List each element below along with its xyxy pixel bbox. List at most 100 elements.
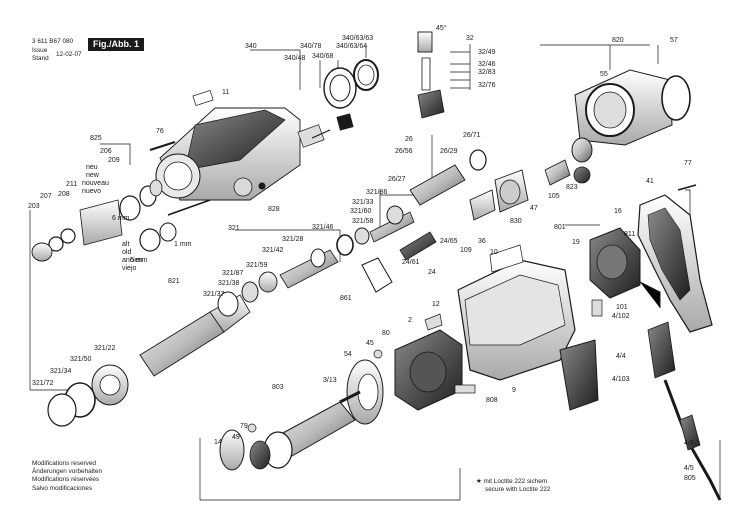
callout-label: 10 <box>490 249 498 256</box>
callout-label: 805 <box>684 475 696 482</box>
callout-label: 321 <box>228 225 240 232</box>
callout-label: 211 <box>66 181 77 188</box>
callout-label: 54 <box>344 351 352 358</box>
callout-label: 26/71 <box>463 132 481 139</box>
callout-label: 49 <box>232 434 240 441</box>
callout-label: 340/78 <box>300 43 322 50</box>
callout-label: 4/103 <box>612 376 630 383</box>
gear-housing <box>571 69 691 184</box>
loctite-line: secure with Loctite 222 <box>485 486 551 493</box>
callout-label: viejo <box>122 265 137 272</box>
callout-label: 321/58 <box>352 218 374 225</box>
issue-date: 12-02-07 <box>56 51 82 58</box>
rear-handle <box>637 184 713 333</box>
callout-label: 207 <box>40 193 52 200</box>
callout-label: 321/86 <box>366 189 388 196</box>
callout-label: 823 <box>566 184 578 191</box>
callout-label: 4/6 <box>684 440 694 447</box>
callout-label: 321/60 <box>350 208 372 215</box>
callout-label: 47 <box>530 205 538 212</box>
callout-label: 820 <box>612 37 624 44</box>
callout-label: new <box>86 172 100 179</box>
callout-label: 801 <box>554 224 566 231</box>
callout-label: 321/33 <box>352 199 374 206</box>
callout-label: 209 <box>108 157 120 164</box>
callout-label: 16 <box>614 208 622 215</box>
callout-label: 19 <box>572 239 580 246</box>
callout-label: nuevo <box>82 188 101 195</box>
callout-label: 101 <box>616 304 628 311</box>
callout-label: 41 <box>646 178 654 185</box>
angle-label: 45° <box>436 24 447 32</box>
callout-label: 4/4 <box>616 353 626 360</box>
loctite-note: ★ mit Loctite 222 sichern secure with Lo… <box>476 478 550 494</box>
callout-label: 4/102 <box>612 313 630 320</box>
callout-label: alt <box>122 241 129 248</box>
callout-label: 24/65 <box>440 238 458 245</box>
callout-label: 340/63/64 <box>336 43 367 50</box>
callout-label: 76 <box>156 128 164 135</box>
callout-label: 32/83 <box>478 69 496 76</box>
callout-label: 12 <box>432 301 440 308</box>
callout-label: 55 <box>600 71 608 78</box>
fan-baffle <box>346 349 384 425</box>
callout-label: 57 <box>670 37 678 44</box>
callout-label: 80 <box>382 330 390 337</box>
callout-label: 828 <box>268 206 280 213</box>
callout-label: 321/37 <box>203 291 225 298</box>
callout-label: 24 <box>428 269 436 276</box>
callout-label: 14 <box>214 439 222 446</box>
callout-label: 321/50 <box>70 356 92 363</box>
callout-label: nouveau <box>82 180 109 187</box>
piston-assembly <box>361 149 571 293</box>
callout-label: 77 <box>684 160 692 167</box>
callout-label: 109 <box>460 247 472 254</box>
callout-label: 321/46 <box>312 224 334 231</box>
motor-housing <box>457 244 599 411</box>
callout-label: 321/59 <box>246 262 268 269</box>
callout-label: old <box>122 249 131 256</box>
callout-label: 208 <box>58 191 70 198</box>
loctite-line: mit Loctite 222 sichern <box>483 478 548 485</box>
callout-label: 803 <box>272 384 284 391</box>
callout-label: 36 <box>478 238 486 245</box>
chuck-assembly <box>31 179 211 262</box>
callout-label: 321/42 <box>262 247 284 254</box>
callout-label: 811 <box>624 231 635 238</box>
callout-label: 321/22 <box>94 345 116 352</box>
callout-label: 321/72 <box>32 380 54 387</box>
callout-label: 321/87 <box>222 270 244 277</box>
part-number: 3 611 B67 080 <box>32 38 74 45</box>
callout-label: 26/27 <box>388 176 406 183</box>
callout-label: 32 <box>466 35 474 42</box>
callout-label: 79 <box>240 423 248 430</box>
callout-label: 340/63/63 <box>342 35 373 42</box>
callout-label: 1 mm <box>174 241 192 248</box>
callout-label: 340/68 <box>312 53 334 60</box>
spindle-assembly <box>47 211 415 427</box>
figure-label: Fig./Abb. 1 <box>88 38 144 51</box>
parts-top-left <box>149 59 379 151</box>
housing-upper <box>155 107 301 201</box>
callout-label: 5 mm <box>130 257 148 264</box>
callout-label: 32/76 <box>478 82 496 89</box>
callout-label: 3/13 <box>323 377 337 384</box>
callout-label: 6 mm <box>112 215 130 222</box>
callout-label: 4/5 <box>684 465 694 472</box>
power-cord <box>647 321 722 501</box>
note-line: Modifications reserved <box>32 460 96 467</box>
note-line: Modifications réservées <box>32 476 100 484</box>
callout-label: 32/46 <box>478 61 496 68</box>
callout-label: 206 <box>100 148 112 155</box>
callout-label: 26/29 <box>440 148 458 155</box>
stand-label: Stand <box>32 55 49 62</box>
callout-label: neu <box>86 164 98 171</box>
callout-label: 821 <box>168 278 180 285</box>
callout-label: 26 <box>405 136 413 143</box>
callout-label: ancien <box>122 257 143 264</box>
callout-label: 825 <box>90 135 102 142</box>
callout-label: 105 <box>548 193 560 200</box>
motor-rear <box>589 227 661 317</box>
